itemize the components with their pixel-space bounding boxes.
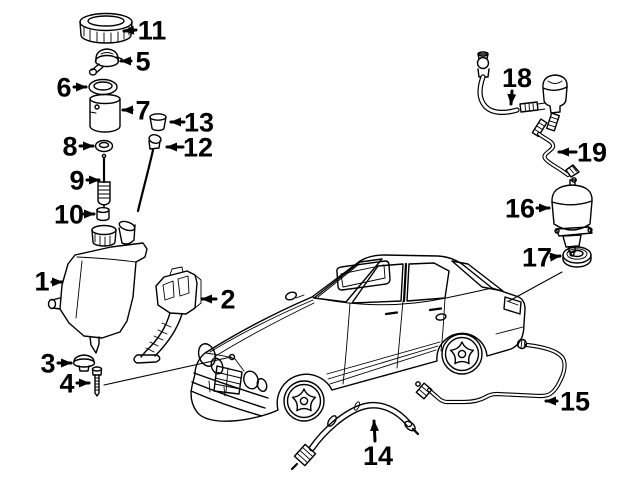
callout-16: 16 xyxy=(505,194,551,224)
callout-9: 9 xyxy=(69,166,101,196)
callout-8: 8 xyxy=(62,132,95,162)
part-4-valve-bolt xyxy=(91,366,103,397)
part-11-reservoir-cap xyxy=(79,12,133,44)
callout-12: 12 xyxy=(165,133,213,163)
callout-label-4: 4 xyxy=(59,369,74,399)
callout-label-19: 19 xyxy=(577,138,607,168)
part-3-grommet xyxy=(72,354,96,372)
callout-label-15: 15 xyxy=(560,387,590,417)
callout-label-7: 7 xyxy=(135,96,150,126)
callout-label-1: 1 xyxy=(34,267,49,297)
callout-15: 15 xyxy=(544,387,590,417)
callout-label-17: 17 xyxy=(522,243,552,273)
part-10-bushing xyxy=(96,206,110,222)
callout-5: 5 xyxy=(119,47,151,77)
part-16-accumulator xyxy=(551,179,593,257)
headlight-right-outer xyxy=(243,370,259,390)
part-19-connector-pipe xyxy=(536,131,580,183)
front-wheel xyxy=(283,380,325,422)
callout-label-5: 5 xyxy=(135,47,150,77)
callout-label-18: 18 xyxy=(502,63,532,93)
part-1-reservoir xyxy=(47,220,148,354)
grille xyxy=(213,365,243,395)
part-17-seal-ring xyxy=(562,246,592,268)
part-5-vent-cap xyxy=(88,48,123,76)
leader-lines xyxy=(103,271,563,386)
part-12-dipstick xyxy=(136,134,162,213)
callout-17: 17 xyxy=(522,243,562,273)
callout-label-12: 12 xyxy=(183,133,213,163)
callout-label-9: 9 xyxy=(69,166,84,196)
callout-label-2: 2 xyxy=(220,285,235,315)
callout-label-3: 3 xyxy=(40,349,55,379)
callout-4: 4 xyxy=(59,369,91,399)
rear-wheel xyxy=(441,333,483,375)
car-illustration xyxy=(190,254,526,422)
pump-unit xyxy=(531,74,568,138)
callout-3: 3 xyxy=(40,349,73,379)
callout-label-16: 16 xyxy=(505,194,535,224)
callout-label-8: 8 xyxy=(62,132,77,162)
callout-label-10: 10 xyxy=(54,200,84,230)
callout-label-6: 6 xyxy=(56,73,71,103)
part-15-pressure-line xyxy=(415,338,567,405)
headlight-left-inner xyxy=(210,357,224,375)
callout-6: 6 xyxy=(56,73,88,103)
callout-label-14: 14 xyxy=(363,441,393,471)
callout-7: 7 xyxy=(121,96,151,126)
part-8-grommet xyxy=(94,139,114,153)
callout-label-13: 13 xyxy=(184,108,214,138)
callouts: 1 2 3 4 5 6 7 8 xyxy=(34,16,607,472)
headlight-left-outer xyxy=(197,343,217,367)
part-7-filter xyxy=(89,93,121,133)
callout-19: 19 xyxy=(557,138,607,168)
callout-11: 11 xyxy=(122,16,167,46)
callout-label-11: 11 xyxy=(138,16,167,46)
callout-14: 14 xyxy=(363,419,393,471)
callout-2: 2 xyxy=(200,285,236,315)
part-2-bracket xyxy=(133,266,202,364)
part-14-return-hose xyxy=(290,401,420,471)
callout-10: 10 xyxy=(54,200,96,230)
callout-13: 13 xyxy=(169,108,214,138)
callout-18: 18 xyxy=(502,63,532,106)
part-18-supply-hose xyxy=(476,51,546,115)
headlight-right-inner xyxy=(256,377,268,393)
part-13-bushing xyxy=(149,113,167,132)
part-6-seal-ring xyxy=(88,78,118,96)
callout-1: 1 xyxy=(34,267,64,297)
